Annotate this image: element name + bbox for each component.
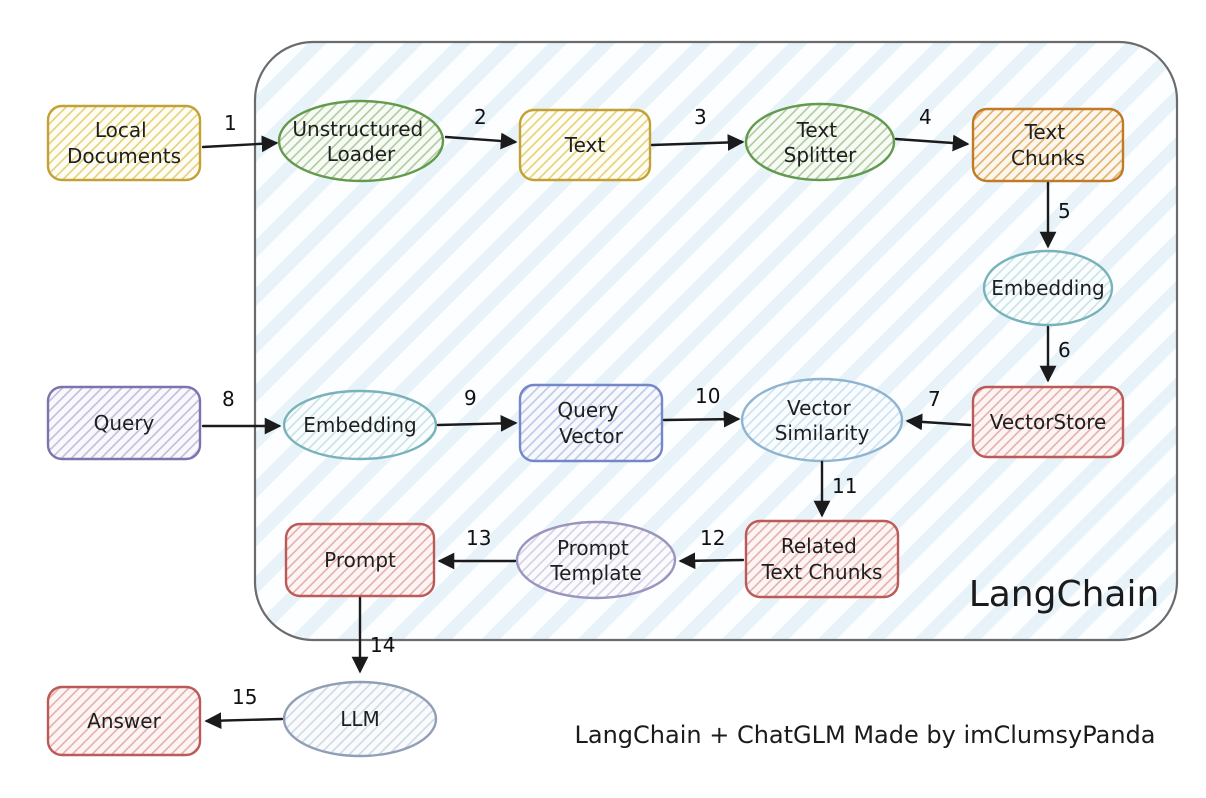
node-related-text-chunks: Related Text Chunks xyxy=(744,519,900,599)
edge-13-label: 13 xyxy=(466,526,491,550)
langchain-container-box xyxy=(253,40,1179,642)
edge-6-label: 6 xyxy=(1058,338,1071,362)
unstructured-loader-label: Unstructured Loader xyxy=(292,117,429,166)
edge-9: 9 xyxy=(436,386,518,432)
llm-label: LLM xyxy=(340,707,380,731)
node-answer: Answer xyxy=(46,685,202,757)
vectorstore-label: VectorStore xyxy=(990,410,1107,434)
text-chunks-box xyxy=(971,107,1125,183)
embedding-query-label: Embedding xyxy=(303,413,416,437)
langchain-container-label: LangChain xyxy=(969,574,1160,615)
vector-similarity-ellipse xyxy=(740,377,904,463)
edge-1: 1 xyxy=(201,111,279,153)
edge-4-arrow xyxy=(894,134,970,152)
edge-10-arrow xyxy=(662,410,741,428)
query-vector-label: Query Vector xyxy=(557,398,624,448)
edge-2-label: 2 xyxy=(474,105,487,129)
node-local-documents: Local Documents xyxy=(46,104,202,182)
answer-label: Answer xyxy=(87,709,161,733)
langchain-container: LangChain xyxy=(253,40,1179,642)
node-vector-similarity: Vector Similarity xyxy=(740,377,904,463)
edge-3-arrow xyxy=(650,134,745,151)
edge-12-arrow xyxy=(678,552,745,570)
local-documents-label: Local Documents xyxy=(67,118,181,168)
node-query: Query xyxy=(46,385,202,461)
prompt-template-ellipse xyxy=(515,520,677,600)
edge-2-arrow xyxy=(444,132,518,150)
node-text-splitter: Text Splitter xyxy=(744,102,896,182)
edge-7-arrow xyxy=(905,413,972,431)
embedding-query-ellipse xyxy=(282,389,438,461)
node-unstructured-loader: Unstructured Loader xyxy=(277,99,445,183)
edge-12-label: 12 xyxy=(700,526,725,550)
related-text-chunks-label: Related Text Chunks xyxy=(761,534,883,584)
node-embedding-top: Embedding xyxy=(982,249,1114,327)
unstructured-loader-ellipse xyxy=(277,99,445,183)
prompt-template-label: Prompt Template xyxy=(549,536,641,585)
edge-13: 13 xyxy=(437,526,517,570)
edge-11: 11 xyxy=(813,460,857,518)
edge-15: 15 xyxy=(204,685,284,730)
edge-12: 12 xyxy=(678,526,745,570)
text-chunks-label: Text Chunks xyxy=(1011,120,1085,170)
edge-8: 8 xyxy=(201,387,282,435)
edge-3: 3 xyxy=(650,105,745,151)
prompt-box xyxy=(284,522,436,598)
edge-6: 6 xyxy=(1039,325,1071,383)
related-text-chunks-box xyxy=(744,519,900,599)
edge-9-arrow xyxy=(436,414,518,432)
edge-4: 4 xyxy=(894,105,970,152)
local-documents-box xyxy=(46,104,202,182)
query-label: Query xyxy=(94,411,155,435)
node-query-vector: Query Vector xyxy=(518,383,664,463)
query-vector-box xyxy=(518,383,664,463)
vectorstore-box xyxy=(971,385,1125,459)
edge-5-label: 5 xyxy=(1058,199,1071,223)
embedding-top-label: Embedding xyxy=(991,276,1104,300)
query-box xyxy=(46,385,202,461)
node-vectorstore: VectorStore xyxy=(971,385,1125,459)
edge-9-label: 9 xyxy=(464,386,477,410)
answer-box xyxy=(46,685,202,757)
edge-7-label: 7 xyxy=(928,387,941,411)
node-llm: LLM xyxy=(282,680,438,758)
edge-14: 14 xyxy=(351,596,395,674)
node-text-chunks: Text Chunks xyxy=(971,107,1125,183)
prompt-label: Prompt xyxy=(324,548,396,572)
embedding-top-ellipse xyxy=(982,249,1114,327)
node-prompt-template: Prompt Template xyxy=(515,520,677,600)
text-label: Text xyxy=(564,133,606,157)
edge-10-label: 10 xyxy=(695,384,720,408)
diagram-caption: LangChain + ChatGLM Made by imClumsyPand… xyxy=(575,721,1156,749)
edge-11-label: 11 xyxy=(832,474,857,498)
edge-4-label: 4 xyxy=(919,105,932,129)
node-prompt: Prompt xyxy=(284,522,436,598)
edge-7: 7 xyxy=(905,387,972,431)
edge-15-label: 15 xyxy=(232,685,257,709)
llm-ellipse xyxy=(282,680,438,758)
edge-10: 10 xyxy=(662,384,741,428)
text-splitter-label: Text Splitter xyxy=(784,118,857,167)
node-embedding-query: Embedding xyxy=(282,389,438,461)
vector-similarity-label: Vector Similarity xyxy=(775,396,870,445)
edge-3-label: 3 xyxy=(694,105,707,129)
edge-2: 2 xyxy=(444,105,518,150)
edge-1-arrow xyxy=(201,135,279,153)
edge-15-arrow xyxy=(204,712,284,730)
text-splitter-ellipse xyxy=(744,102,896,182)
edge-5: 5 xyxy=(1039,181,1071,249)
edge-8-label: 8 xyxy=(222,387,235,411)
edge-14-label: 14 xyxy=(370,633,395,657)
edge-1-label: 1 xyxy=(224,111,237,135)
node-text: Text xyxy=(518,108,652,182)
text-box xyxy=(518,108,652,182)
